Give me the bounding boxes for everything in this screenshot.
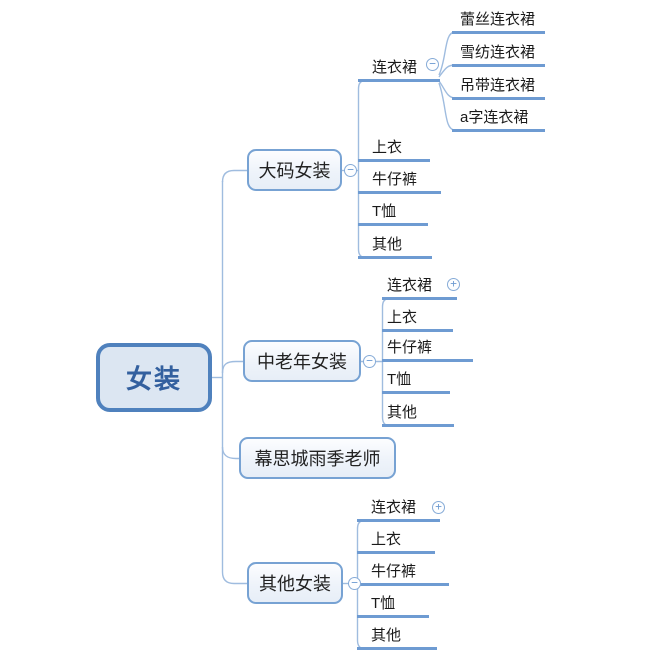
expand-plus-icon[interactable]: +	[447, 278, 460, 291]
subtopic-dress[interactable]: 连衣裙	[357, 496, 440, 522]
subtopic-lace-dress[interactable]: 蕾丝连衣裙	[452, 8, 545, 34]
subtopic-jeans[interactable]: 牛仔裤	[382, 336, 473, 362]
collapse-minus-icon[interactable]: −	[344, 164, 357, 177]
subtopic-other[interactable]: 其他	[357, 624, 437, 650]
main-topic-plus-size[interactable]: 大码女装	[247, 149, 342, 191]
subtopic-dress[interactable]: 连衣裙	[358, 56, 440, 82]
main-topic-middle-aged[interactable]: 中老年女装	[243, 340, 361, 382]
collapse-minus-icon[interactable]: −	[348, 577, 361, 590]
collapse-minus-icon[interactable]: −	[363, 355, 376, 368]
expand-plus-icon[interactable]: +	[432, 501, 445, 514]
subtopic-tshirt[interactable]: T恤	[358, 200, 428, 226]
main-topic-watermark[interactable]: 幕思城雨季老师	[239, 437, 396, 479]
main-topic-other-women[interactable]: 其他女装	[247, 562, 343, 604]
subtopic-other[interactable]: 其他	[358, 233, 432, 259]
subtopic-aline-dress[interactable]: a字连衣裙	[452, 106, 545, 132]
subtopic-jeans[interactable]: 牛仔裤	[357, 560, 449, 586]
subtopic-tshirt[interactable]: T恤	[382, 368, 450, 394]
subtopic-chiffon-dress[interactable]: 雪纺连衣裙	[452, 41, 545, 67]
subtopic-top[interactable]: 上衣	[357, 528, 435, 554]
subtopic-jeans[interactable]: 牛仔裤	[358, 168, 441, 194]
subtopic-other[interactable]: 其他	[382, 401, 454, 427]
subtopic-tshirt[interactable]: T恤	[357, 592, 429, 618]
subtopic-top[interactable]: 上衣	[382, 306, 453, 332]
subtopic-top[interactable]: 上衣	[358, 136, 430, 162]
subtopic-strap-dress[interactable]: 吊带连衣裙	[452, 74, 545, 100]
subtopic-dress[interactable]: 连衣裙	[382, 274, 457, 300]
root-topic[interactable]: 女装	[96, 343, 212, 412]
collapse-minus-icon[interactable]: −	[426, 58, 439, 71]
